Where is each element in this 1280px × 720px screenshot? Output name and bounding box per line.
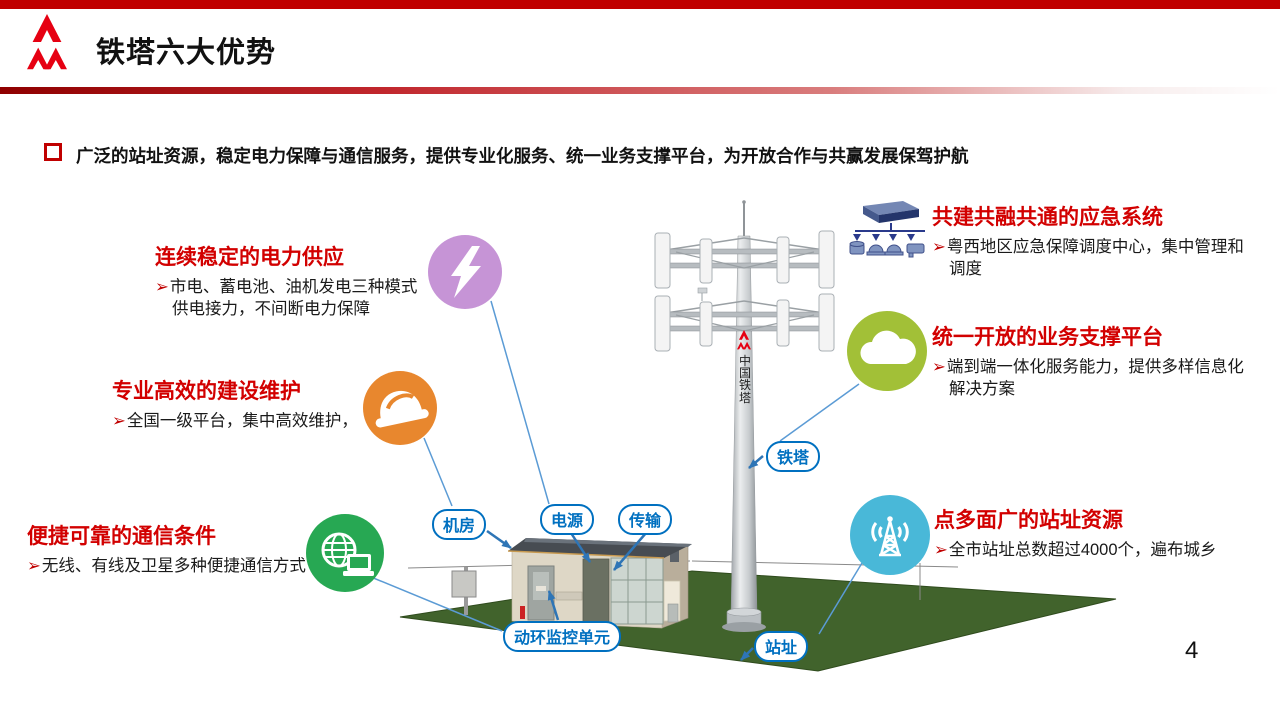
pole-logo-icon [737, 330, 751, 350]
advantage-title: 统一开放的业务支撑平台 [932, 326, 1163, 349]
tower-pole-text: 中国铁塔 [738, 354, 751, 405]
advantage-title: 共建共融共通的应急系统 [932, 206, 1163, 229]
label-donghuan: 动环监控单元 [503, 621, 622, 652]
advantage-power: 连续稳定的电力供应 ➢市电、蓄电池、油机发电三种模式 供电接力，不间断电力保障 [155, 241, 417, 321]
cloud-icon [847, 311, 927, 391]
equipment-shed [507, 538, 692, 629]
advantage-build: 专业高效的建设维护 ➢全国一级平台，集中高效维护， [112, 375, 358, 433]
arrow-bullet-icon: ➢ [932, 358, 946, 376]
antenna-icon [850, 495, 930, 575]
antenna-tier [654, 230, 835, 289]
label-tieta: 铁塔 [766, 441, 821, 472]
arrow-bullet-icon: ➢ [27, 557, 41, 575]
advantage-body: ➢全国一级平台，集中高效维护， [112, 412, 358, 430]
advantage-body: ➢全市站址总数超过4000个，遍布城乡 [934, 541, 1217, 559]
china-tower-logo-icon [26, 14, 68, 83]
arrow-bullet-icon: ➢ [934, 541, 948, 559]
advantage-title: 便捷可靠的通信条件 [27, 525, 216, 548]
label-jifang: 机房 [432, 509, 487, 540]
connector-lines [370, 300, 863, 635]
lightning-icon [428, 235, 502, 309]
advantage-body: ➢市电、蓄电池、油机发电三种模式 供电接力，不间断电力保障 [155, 278, 418, 318]
tower [654, 200, 835, 632]
advantage-title: 连续稳定的电力供应 [155, 246, 344, 269]
hard-hat-icon [363, 371, 437, 445]
antenna-tier [654, 287, 835, 352]
top-red-bar [0, 0, 1280, 9]
advantage-body: ➢无线、有线及卫星多种便捷通信方式 [27, 557, 306, 575]
label-zhanzhi: 站址 [754, 631, 809, 662]
header-divider [0, 87, 1280, 94]
advantage-title: 专业高效的建设维护 [112, 380, 301, 403]
monitor-network-icon [845, 198, 935, 265]
advantage-title: 点多面广的站址资源 [934, 509, 1123, 532]
arrow-bullet-icon: ➢ [155, 278, 169, 296]
intro-text: 广泛的站址资源，稳定电力保障与通信服务，提供专业化服务、统一业务支撑平台，为开放… [76, 146, 969, 166]
intro-bullet: 广泛的站址资源，稳定电力保障与通信服务，提供专业化服务、统一业务支撑平台，为开放… [44, 143, 1244, 168]
label-dianyuan: 电源 [540, 504, 595, 535]
arrow-bullet-icon: ➢ [112, 412, 126, 430]
advantage-platform: 统一开放的业务支撑平台 ➢端到端一体化服务能力，提供多样信息化 解决方案 [932, 321, 1244, 401]
advantage-sites: 点多面广的站址资源 ➢全市站址总数超过4000个，遍布城乡 [934, 504, 1217, 562]
square-bullet-icon [44, 143, 62, 161]
page-number: 4 [1185, 637, 1199, 664]
advantage-body: ➢粤西地区应急保障调度中心，集中管理和 调度 [932, 238, 1244, 278]
label-arrows [486, 455, 764, 661]
globe-laptop-icon [306, 514, 384, 592]
label-chuanshu: 传输 [618, 504, 673, 535]
page-title: 铁塔六大优势 [96, 37, 277, 69]
arrow-bullet-icon: ➢ [932, 238, 946, 256]
advantage-emergency: 共建共融共通的应急系统 ➢粤西地区应急保障调度中心，集中管理和 调度 [932, 201, 1244, 281]
advantage-body: ➢端到端一体化服务能力，提供多样信息化 解决方案 [932, 358, 1244, 398]
advantage-comm: 便捷可靠的通信条件 ➢无线、有线及卫星多种便捷通信方式 [27, 520, 306, 578]
